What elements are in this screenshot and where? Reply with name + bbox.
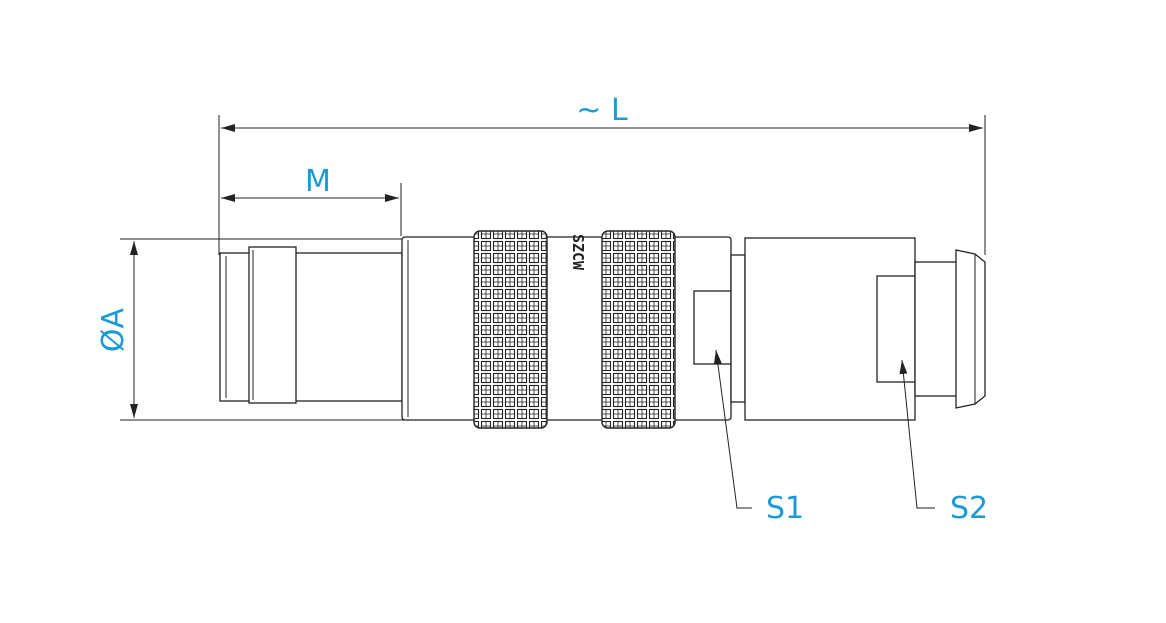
dimension-m: M xyxy=(221,164,402,236)
s2-window xyxy=(876,275,916,383)
logo-marking: SZCW xyxy=(569,234,587,271)
m-label: M xyxy=(305,164,331,199)
dimension-diameter: ØA xyxy=(96,238,405,421)
diameter-label: ØA xyxy=(96,307,131,352)
dimension-length: ~ L xyxy=(218,93,986,255)
knurled-ring-left xyxy=(473,230,548,429)
s2-label: S2 xyxy=(950,491,988,526)
s1-label: S1 xyxy=(766,491,804,526)
leader-s1: S1 xyxy=(713,349,804,526)
connector-body: SZCW xyxy=(219,230,986,429)
knurled-ring-right xyxy=(601,230,676,429)
leader-s2: S2 xyxy=(899,359,988,526)
length-label: ~ L xyxy=(576,93,628,128)
s1-window xyxy=(693,290,732,365)
